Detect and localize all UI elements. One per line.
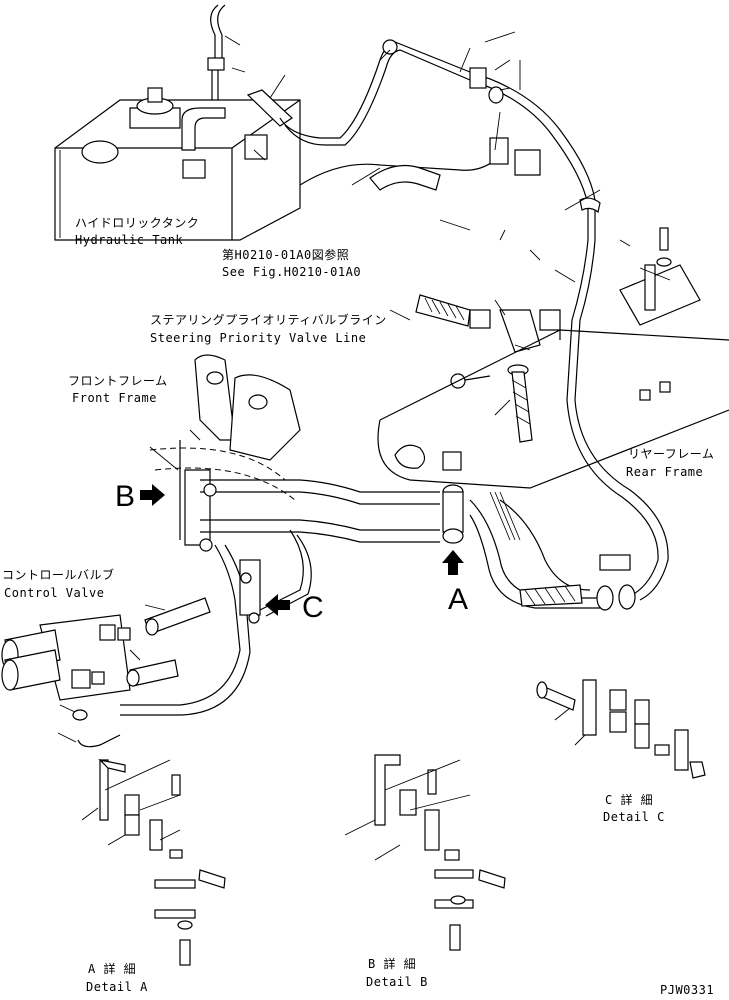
- front-frame-label-en: Front Frame: [72, 391, 157, 405]
- detail-a-parts: [98, 759, 226, 966]
- see-fig-label-jp: 第H0210-01A0図参照: [222, 248, 350, 262]
- leader-lines: [57, 31, 671, 861]
- control-valve: [1, 597, 211, 748]
- detail-b-label-jp: B 詳 細: [368, 957, 417, 971]
- detail-c-parts: [536, 679, 706, 779]
- see-fig-label-en: See Fig.H0210-01A0: [222, 265, 362, 279]
- view-c-letter: C: [302, 591, 324, 624]
- steering-line: [415, 294, 561, 443]
- view-arrows: [140, 484, 464, 616]
- view-b-letter: B: [115, 480, 136, 513]
- steering-line-label-en: Steering Priority Valve Line: [150, 331, 367, 345]
- rear-frame: [377, 227, 729, 544]
- control-valve-label-jp: コントロールバルブ: [2, 568, 115, 582]
- rear-frame-label-en: Rear Frame: [626, 465, 704, 479]
- front-frame: [149, 354, 301, 624]
- hydraulic-tank: [54, 87, 301, 241]
- view-a-letter: A: [448, 583, 469, 616]
- detail-c-label-en: Detail C: [603, 810, 665, 824]
- hydraulic-tank-label-en: Hydraulic Tank: [75, 233, 184, 247]
- detail-a-label-en: Detail A: [86, 980, 148, 994]
- detail-b-label-en: Detail B: [366, 975, 428, 989]
- front-frame-label-jp: フロントフレーム: [68, 374, 168, 388]
- detail-c-label-jp: C 詳 細: [605, 793, 654, 807]
- hose-lines: [120, 4, 669, 716]
- drawing-number: PJW0331: [660, 983, 715, 997]
- control-valve-label-en: Control Valve: [4, 586, 105, 600]
- rear-frame-label-jp: リヤーフレーム: [628, 447, 715, 461]
- detail-b-parts: [374, 754, 506, 951]
- hydraulic-tank-label-jp: ハイドロリックタンク: [75, 216, 200, 230]
- steering-line-label-jp: ステアリングプライオリティバルブライン: [150, 313, 387, 327]
- detail-a-label-jp: A 詳 細: [88, 962, 137, 976]
